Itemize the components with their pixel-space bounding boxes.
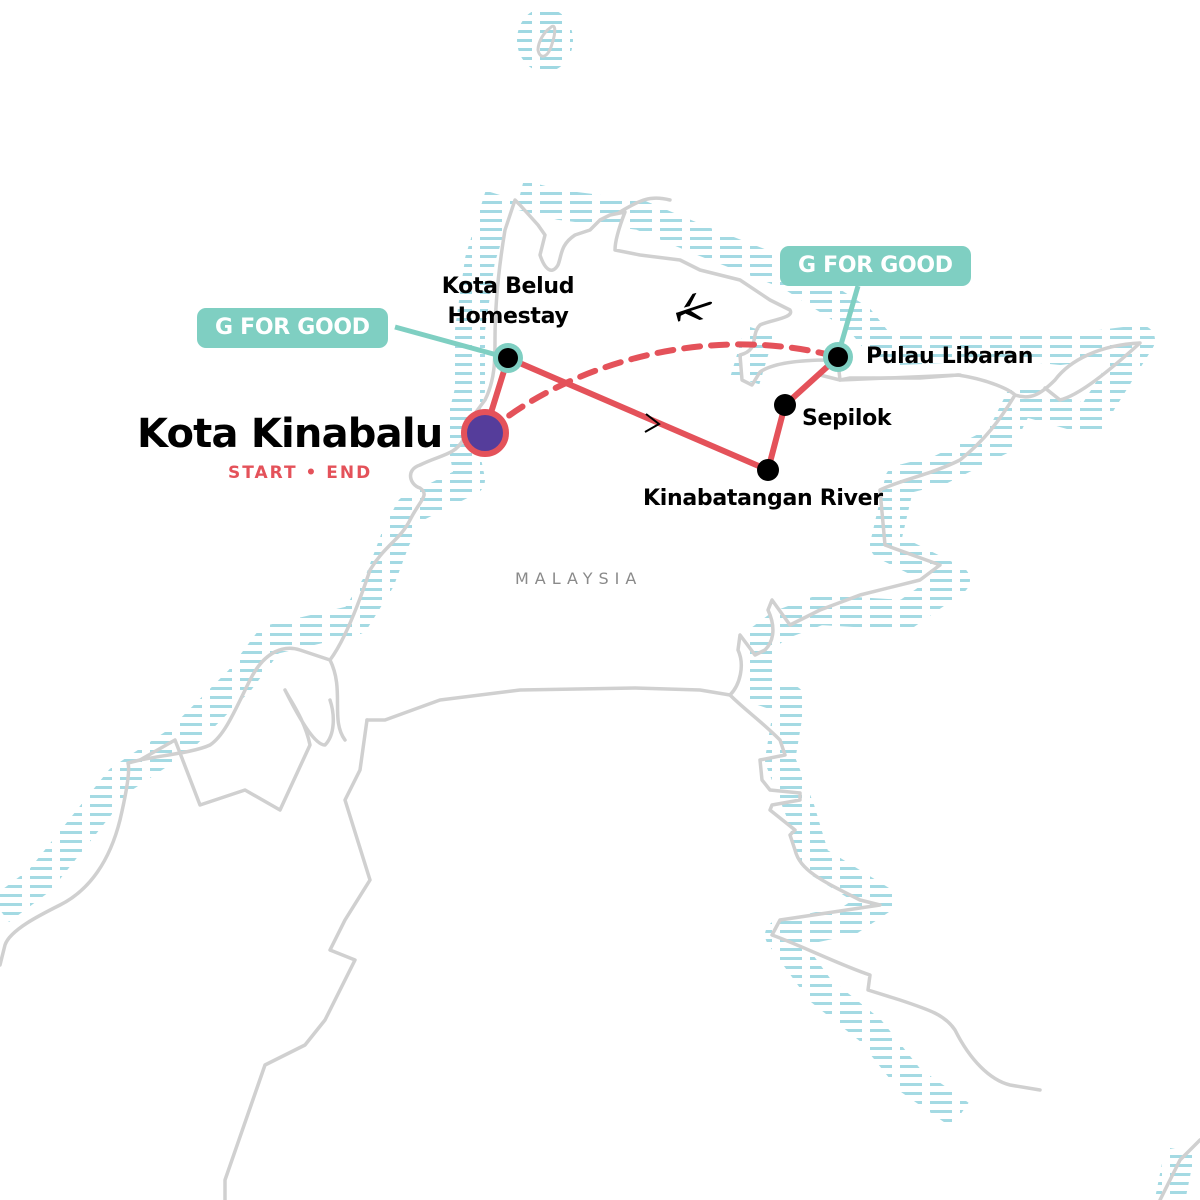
start-end-tag: START • END: [228, 463, 373, 483]
start-end-marker[interactable]: [461, 409, 509, 457]
direction-arrow-icon: [644, 413, 661, 433]
stop-dot: [828, 347, 848, 367]
stop-marker-sepilok[interactable]: [774, 394, 796, 416]
stop-label-kota-belud: Kota Belud Homestay: [433, 276, 583, 328]
start-end-city-label: Kota Kinabalu: [137, 411, 443, 457]
coastline: [0, 196, 1200, 1200]
plane-icon: [675, 292, 713, 322]
stop-marker-kinabatangan[interactable]: [757, 459, 779, 481]
stop-label-sepilok: Sepilok: [802, 406, 892, 431]
g-for-good-badge-kota-belud[interactable]: G FOR GOOD: [197, 308, 388, 348]
stop-label-line1: Kota Belud: [441, 274, 575, 299]
stop-dot: [498, 348, 518, 368]
island-hatch: [517, 8, 573, 72]
stop-label-pulau-libaran: Pulau Libaran: [866, 344, 1034, 369]
water-hatching: [0, 180, 1195, 1200]
flight-route-dashed: [485, 341, 841, 435]
g-for-good-badge-pulau-libaran[interactable]: G FOR GOOD: [780, 246, 971, 286]
stop-label-line2: Homestay: [447, 304, 569, 329]
country-label: MALAYSIA: [515, 569, 643, 588]
island-outline: [536, 24, 557, 58]
stop-label-kinabatangan: Kinabatangan River: [643, 486, 883, 511]
